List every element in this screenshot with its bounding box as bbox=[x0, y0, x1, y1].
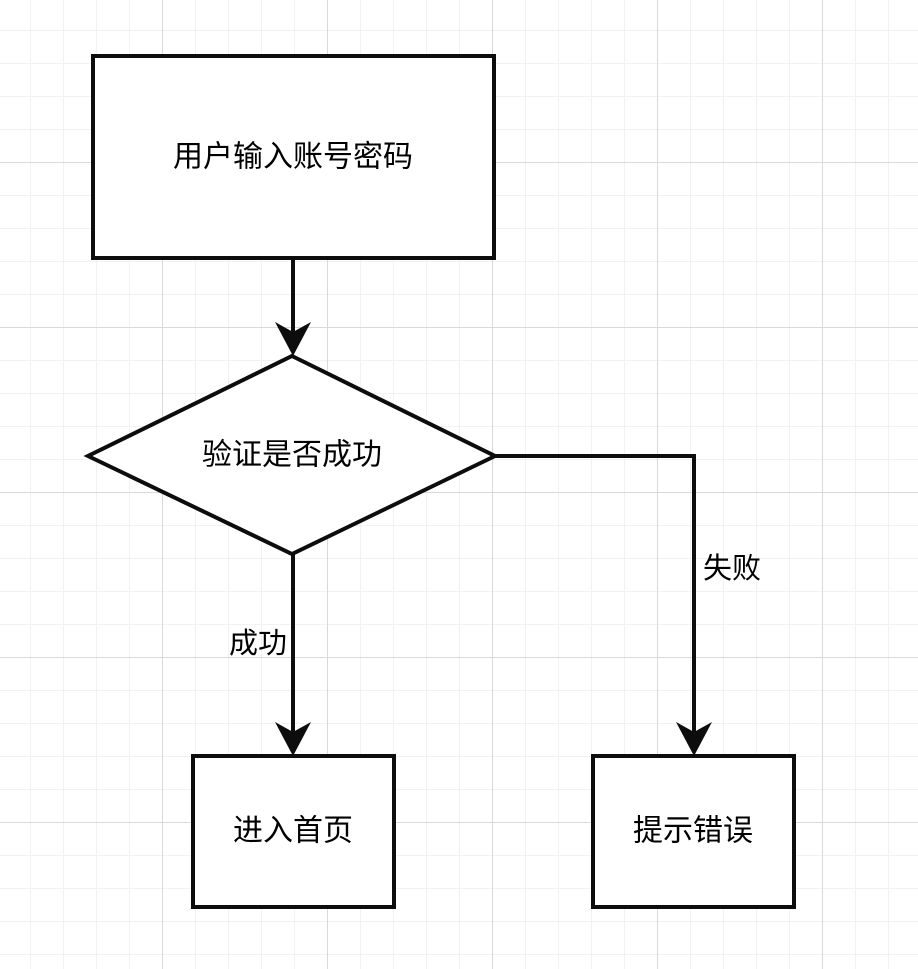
node-shape-rectangle bbox=[191, 754, 396, 909]
node-enter-home[interactable]: 进入首页 bbox=[191, 754, 396, 909]
edge-decision-to-home[interactable]: 成功 bbox=[229, 554, 311, 756]
node-user-input[interactable]: 用户输入账号密码 bbox=[91, 54, 496, 260]
node-label-show-error: 提示错误 bbox=[633, 814, 753, 849]
arrow-head-icon bbox=[275, 322, 311, 356]
arrow-head-icon bbox=[275, 722, 311, 756]
arrow-head-icon bbox=[676, 722, 712, 756]
node-label-user-input: 用户输入账号密码 bbox=[173, 140, 413, 175]
node-show-error[interactable]: 提示错误 bbox=[591, 754, 796, 909]
edge-input-to-decision[interactable] bbox=[275, 258, 311, 356]
edge-line bbox=[495, 454, 696, 744]
node-label-enter-home: 进入首页 bbox=[233, 814, 353, 849]
node-shape-rectangle bbox=[91, 54, 496, 260]
node-shape-rectangle bbox=[591, 754, 796, 909]
edge-label-success: 成功 bbox=[229, 626, 287, 660]
node-shape-diamond bbox=[83, 353, 500, 557]
node-verify-decision[interactable]: 验证是否成功 bbox=[83, 353, 500, 557]
edge-label-failure: 失败 bbox=[703, 551, 761, 585]
edge-decision-to-error[interactable]: 失败 bbox=[495, 454, 761, 756]
node-label-verify-decision: 验证是否成功 bbox=[202, 438, 382, 473]
